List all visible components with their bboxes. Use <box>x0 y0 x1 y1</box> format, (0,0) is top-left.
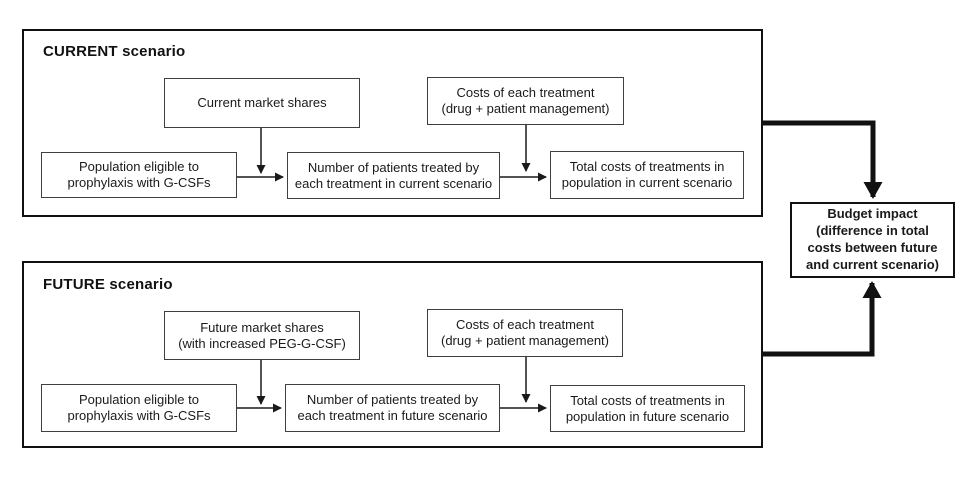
current-scenario-panel <box>22 29 763 217</box>
future-treatment-costs-box: Costs of each treatment (drug + patient … <box>427 309 623 357</box>
future-market-shares-box: Future market shares (with increased PEG… <box>164 311 360 360</box>
future-total-costs-box: Total costs of treatments in population … <box>550 385 745 432</box>
future-population-box: Population eligible to prophylaxis with … <box>41 384 237 432</box>
current-total-costs-box: Total costs of treatments in population … <box>550 151 744 199</box>
current-population-box: Population eligible to prophylaxis with … <box>41 152 237 198</box>
budget-impact-box: Budget impact (difference in total costs… <box>790 202 955 278</box>
future-scenario-title: FUTURE scenario <box>43 276 173 293</box>
current-patients-treated-box: Number of patients treated by each treat… <box>287 152 500 199</box>
future-scenario-panel <box>22 261 763 448</box>
arrow-future-scenario-to-budget-impact <box>763 281 882 357</box>
arrow-current-scenario-to-budget-impact <box>763 120 883 199</box>
current-market-shares-box: Current market shares <box>164 78 360 128</box>
current-scenario-title: CURRENT scenario <box>43 43 186 60</box>
current-treatment-costs-box: Costs of each treatment (drug + patient … <box>427 77 624 125</box>
future-patients-treated-box: Number of patients treated by each treat… <box>285 384 500 432</box>
